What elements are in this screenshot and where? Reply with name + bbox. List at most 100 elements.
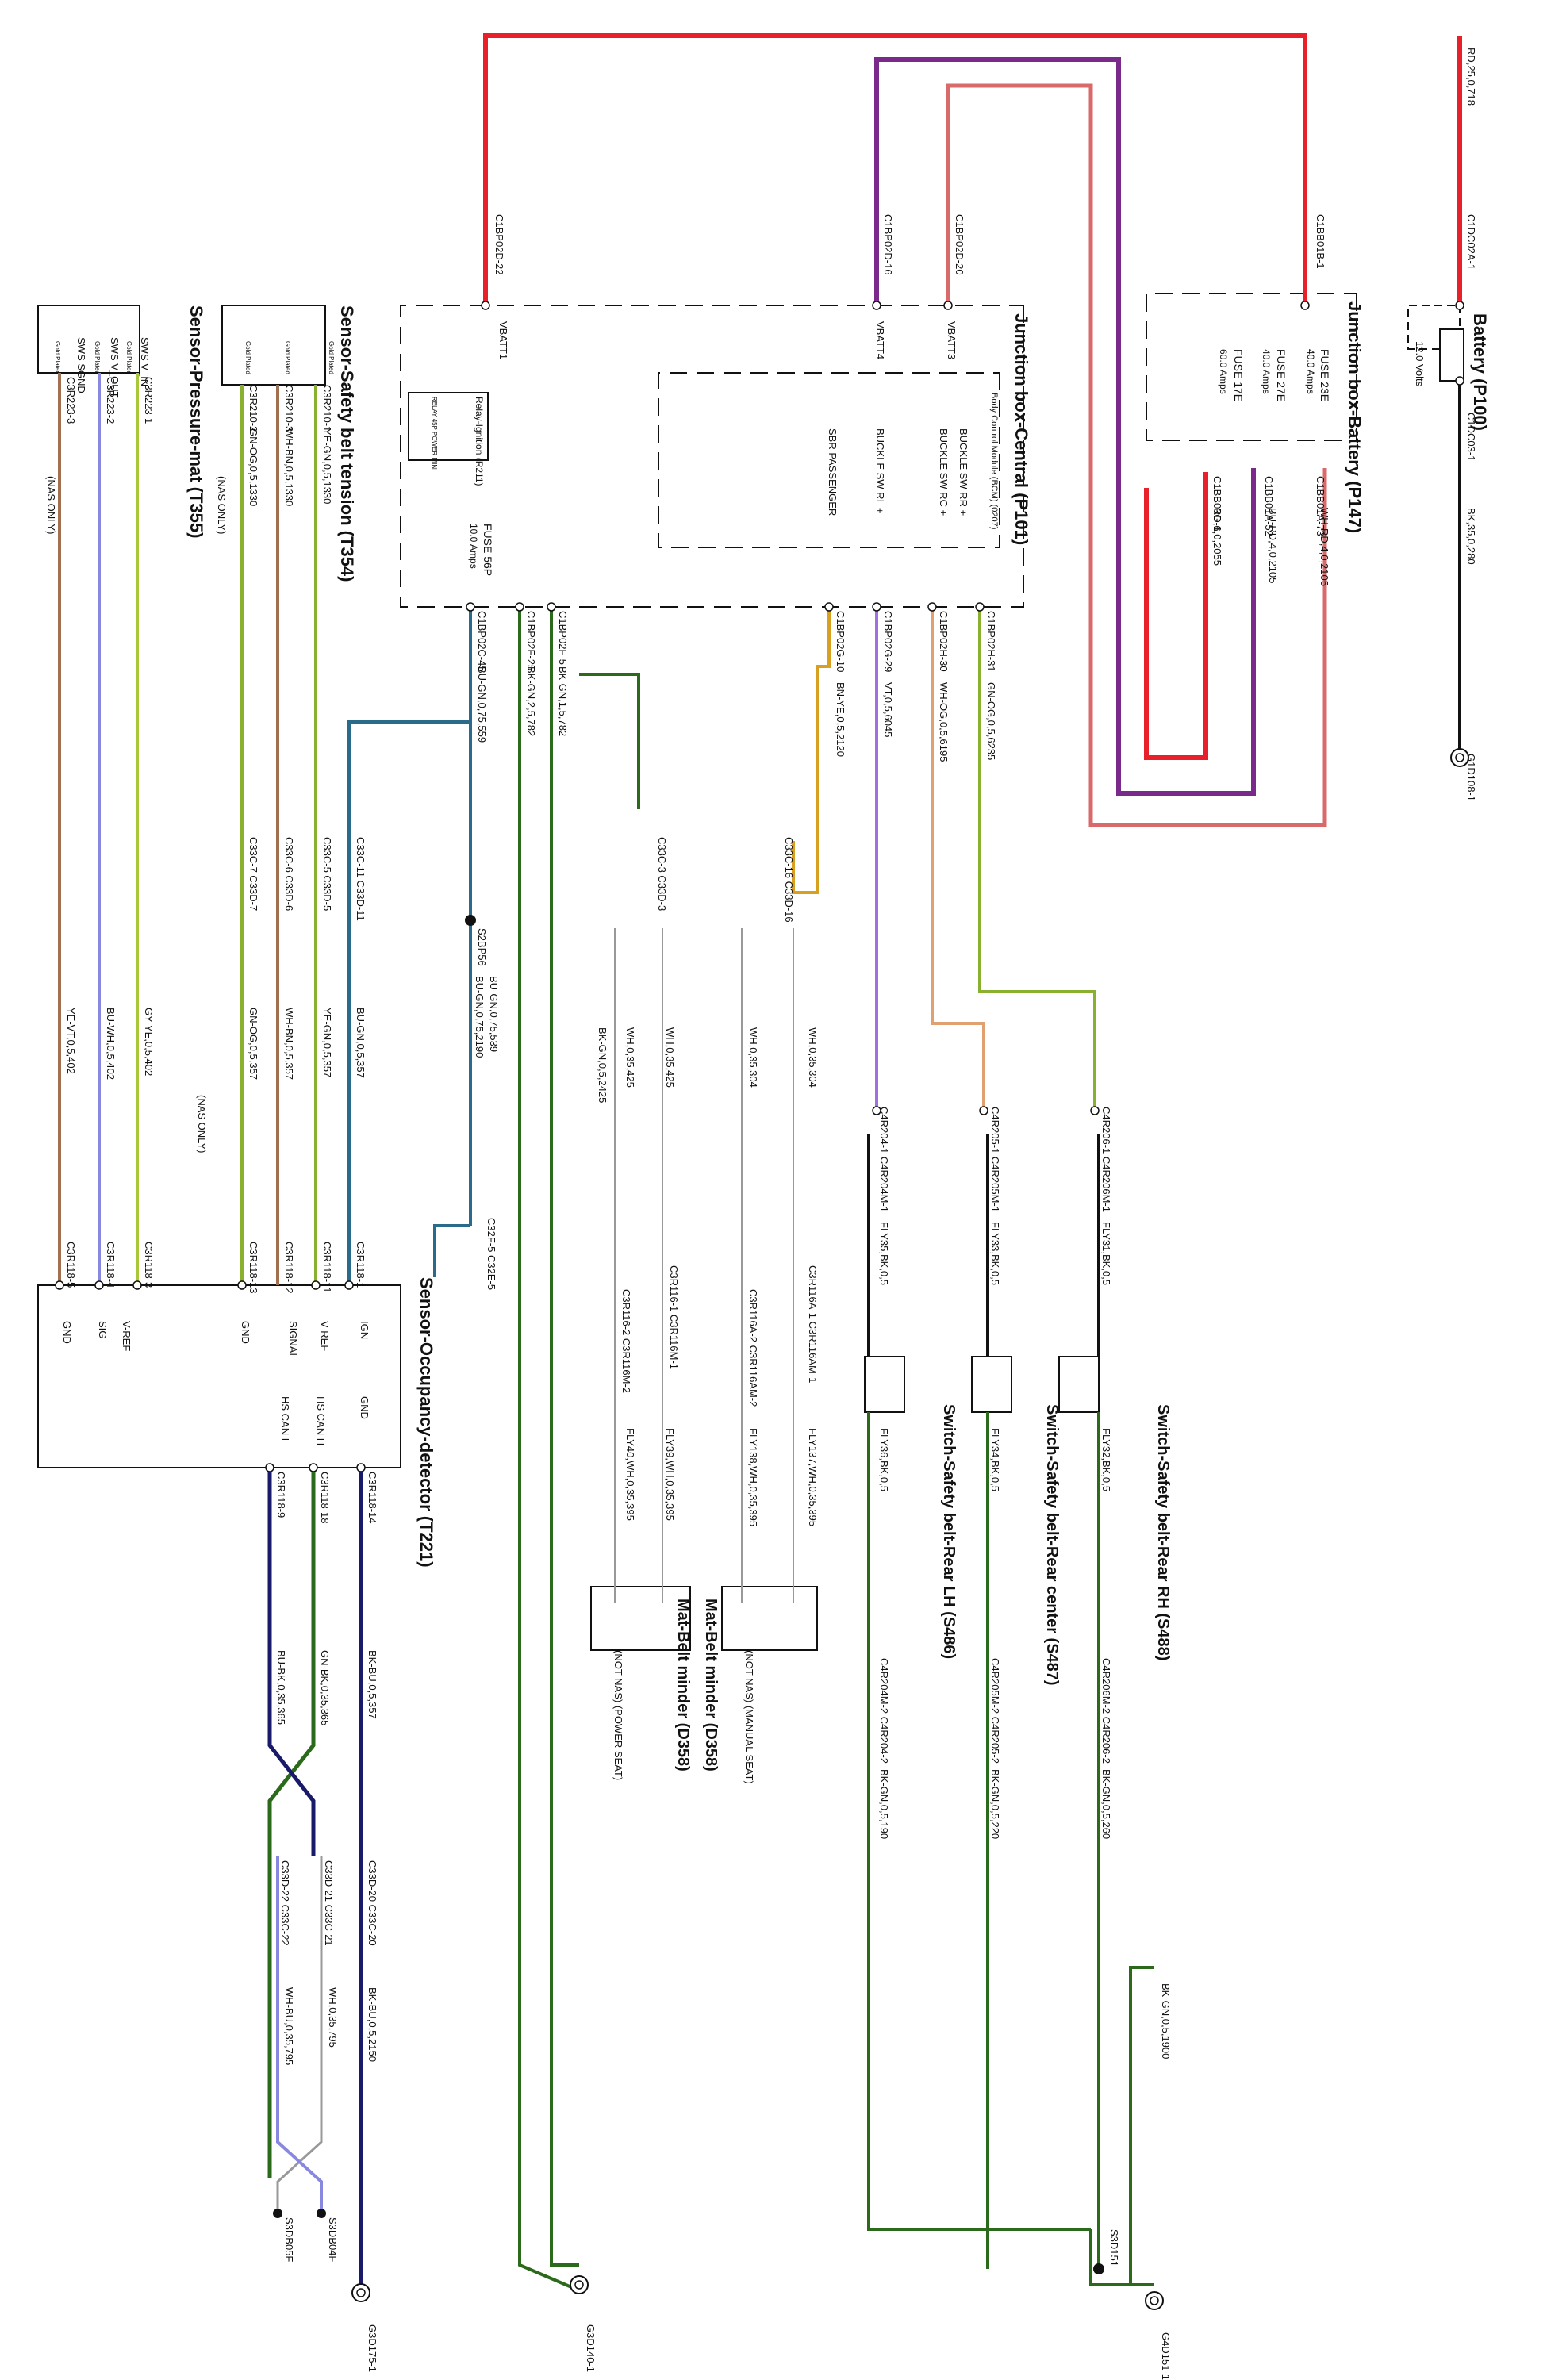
wire-bk-gn-782a [550, 607, 579, 2267]
connector-label-34: C3R118-13 [248, 1242, 259, 1294]
wire-label-41: BK-GN,0,5,190 [878, 1769, 890, 1839]
wire-label-22: BU-WH,0,5,402 [105, 1008, 117, 1080]
wire-label-27: WH,0,35,425 [664, 1027, 676, 1088]
connector-pin-3 [1300, 301, 1310, 310]
wire-gn-og-6235 [978, 607, 1096, 1111]
gold-plated-5: Gold Plated [244, 341, 251, 374]
connector-label-43: C3R116-1 C3R116M-1 [668, 1265, 680, 1369]
mat-belt-manual-box [721, 1586, 818, 1651]
fuse-23e-rating: 40.0 Amps [1305, 349, 1316, 394]
wire-label-5: GN-OG,0,5,6235 [985, 682, 997, 760]
fuse-27e: FUSE 27E [1275, 349, 1288, 401]
wire-label-43: BK-BU,0,5,357 [367, 1650, 378, 1719]
connector-label-24: C33C-5 C33D-5 [321, 837, 333, 911]
connector-label-11: C1BP02H-30 [938, 611, 950, 672]
occupancy-title: Sensor-Occupancy-detector (T221) [416, 1277, 436, 1568]
wire-label-35: FLY137,WH,0,35,395 [807, 1428, 819, 1526]
connector-label-10: C1BP02H-31 [985, 611, 997, 672]
fuse-56p-rating: 10.0 Amps [468, 524, 479, 569]
connector-label-23: C33C-11 C33D-11 [355, 837, 367, 921]
wire-label-26: BK-GN,0,5,2425 [597, 1027, 608, 1103]
wire-label-15: WH-BN,0,5,1330 [283, 428, 295, 506]
nas-only-3: (NAS ONLY) [196, 1095, 208, 1153]
pin-vbatt4: VBATT4 [874, 321, 886, 359]
connector-label-2: G1D108-1 [1465, 754, 1477, 801]
switch-lh-title: Switch-Safety belt-Rear LH (S486) [940, 1404, 958, 1659]
battery-voltage: 12.0 Volts [1414, 341, 1426, 387]
connector-pin-0 [481, 301, 490, 310]
wire-label-10: BK-GN,2,5,782 [525, 666, 537, 736]
wire-label-21: GY-YE,0,5,402 [143, 1008, 155, 1076]
pin-mat-2: GND [61, 1321, 73, 1344]
connector-pin-16 [344, 1280, 354, 1290]
connector-pin-17 [311, 1280, 321, 1290]
wire-label-16: GN-OG,0,5,1330 [248, 428, 259, 506]
wire-purple [874, 57, 1256, 796]
connector-label-49: C4R205M-2 C4R205-2 [989, 1658, 1001, 1764]
wire-label-42: BK-GN,0,5,1900 [1160, 1983, 1172, 2059]
connector-pin-7 [927, 602, 937, 612]
wire-wh-og-6195 [931, 607, 985, 1111]
junction-box-battery-frame [1146, 293, 1357, 441]
connector-label-48: C4R206M-2 C4R206-2 [1100, 1658, 1112, 1764]
connector-label-35: C3R118-3 [143, 1242, 155, 1288]
wire-label-20: BU-GN,0,5,357 [355, 1008, 367, 1078]
connector-pin-9 [824, 602, 834, 612]
connector-label-25: C33C-6 C33D-6 [283, 837, 295, 911]
gold-plated-0: Gold Plated [125, 341, 132, 374]
wire-label-0: RD,25,0,718 [1465, 48, 1477, 106]
pressure-mat-title: Sensor-Pressure-mat (T355) [186, 305, 206, 538]
wire-bk-gn-782b [518, 607, 576, 2290]
pin-vbatt3: VBATT3 [946, 321, 958, 359]
wire-label-36: FLY138,WH,0,35,395 [747, 1428, 759, 1526]
connector-label-50: C4R204M-2 C4R204-2 [878, 1658, 890, 1764]
fuse-17e: FUSE 17E [1232, 349, 1245, 401]
connector-label-40: C3R118-9 [275, 1472, 287, 1518]
connector-pin-13 [1090, 1106, 1100, 1115]
pin-buckle-rr: BUCKLE SW RR + [958, 428, 969, 516]
connector-label-37: C3R118-5 [65, 1242, 77, 1288]
connector-label-56: G3D175-1 [367, 2324, 378, 2372]
pin-occupancy-r2: HS CAN L [279, 1396, 291, 1444]
connector-label-5: C1BB01A-52 [1263, 476, 1275, 536]
connector-label-17: C3R223-1 [143, 377, 155, 424]
connector-label-41: C3R116A-1 C3R116AM-1 [807, 1265, 819, 1383]
connector-pin-23 [309, 1463, 318, 1472]
wire-label-38: FLY40,WH,0,35,395 [624, 1428, 636, 1521]
connector-label-3: C1BB01B-1 [1315, 214, 1326, 269]
gold-plated-2: Gold Plated [54, 341, 61, 374]
ground-icon-inner [574, 2280, 584, 2290]
connector-label-45: C4R206-1 C4R206M-1 [1100, 1107, 1112, 1212]
connector-label-12: C1BP02G-29 [882, 611, 894, 672]
connector-label-39: C3R118-18 [319, 1472, 331, 1524]
wire-bu-gn-2190 [433, 1224, 470, 1277]
connector-label-15: C1BP02F-25 [525, 611, 537, 670]
connector-label-18: C3R223-2 [105, 377, 117, 424]
connector-label-30: C32F-5 C32E-5 [486, 1218, 497, 1290]
switch-rear-rh-box [1058, 1356, 1100, 1413]
connector-pin-2 [943, 301, 953, 310]
mat-belt-manual-note: (NOT NAS) (MANUAL SEAT) [743, 1650, 755, 1784]
connector-label-36: C3R118-4 [105, 1242, 117, 1288]
pressure-mat-box [37, 305, 140, 374]
mat-belt-power-title: Mat-Belt minder (D358) [674, 1599, 692, 1772]
connector-label-29: S2BP56 [476, 928, 488, 966]
connector-label-47: C4R204-1 C4R204M-1 [878, 1107, 890, 1212]
wire-label-8: BN-YE,0,5,2120 [835, 682, 846, 757]
wire-label-3: BU-RD,4,0,2105 [1267, 508, 1279, 583]
connector-label-9: C1BP02D-20 [954, 214, 965, 275]
connector-pin-21 [55, 1280, 64, 1290]
connector-pin-5 [1455, 376, 1464, 386]
connector-label-16: C1BP02C-45 [476, 611, 488, 672]
pin-sws-vin: SWS V_IN [139, 337, 151, 386]
splice-s3db05f [273, 2209, 282, 2218]
ground-g3d140 [570, 2275, 589, 2294]
connector-label-32: C3R118-11 [321, 1242, 333, 1293]
switch-rear-center-box [971, 1356, 1012, 1413]
connector-pin-24 [265, 1463, 274, 1472]
relay-name: Relay-Ignition (R211) [474, 397, 485, 486]
junction-box-central-title: Junction box-Central (P101) [1012, 313, 1031, 545]
wire-label-18: WH-BN,0,5,357 [283, 1008, 295, 1080]
